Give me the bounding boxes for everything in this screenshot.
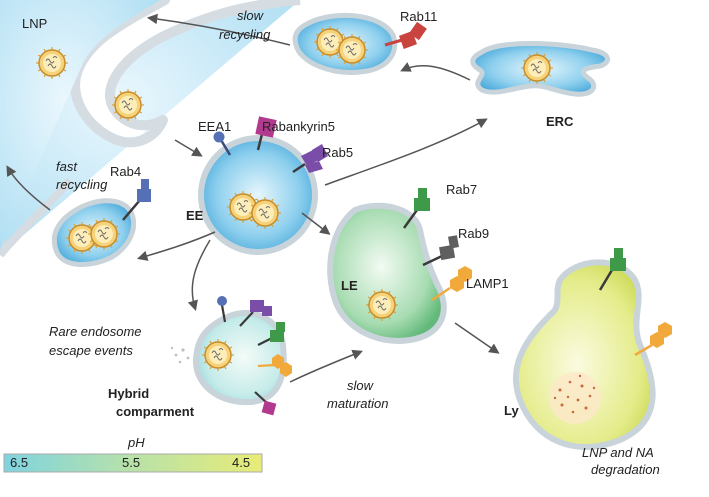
rare-escape-label-1: Rare endosome (49, 324, 142, 339)
hybrid-label-1: Hybrid (108, 386, 149, 401)
rab9-label: Rab9 (458, 226, 489, 241)
le-label: LE (341, 278, 358, 293)
rab7-hybrid-icon (270, 322, 285, 342)
rabankyrin5-hybrid-icon (261, 400, 277, 416)
eea1-label: EEA1 (198, 119, 231, 134)
degradation-label-1: LNP and NA (582, 445, 654, 460)
rare-escape-label-2: escape events (49, 343, 133, 358)
lnp-label: LNP (22, 16, 47, 31)
fast-recycling-label-2: recycling (56, 177, 108, 192)
lamp1-icon (450, 266, 472, 292)
lamp1-hybrid-icon (272, 354, 292, 377)
recycling-endosome-rab11 (292, 12, 427, 75)
rab7-icon (414, 188, 430, 211)
early-endosome (198, 116, 328, 255)
rab9-icon (439, 235, 459, 261)
late-endosome (327, 188, 472, 344)
rab5-hybrid-icon (250, 300, 272, 316)
rab4-icon (137, 179, 151, 202)
degraded-lnp-icon (549, 372, 601, 424)
ph-tick-6-5: 6.5 (10, 455, 28, 470)
fast-recycling-label-1: fast (56, 159, 78, 174)
slow-recycling-label-1: slow (237, 8, 265, 23)
erc-compartment (470, 41, 610, 97)
hybrid-label-2: comparment (116, 404, 195, 419)
slow-recycling-label-2: recycling (219, 27, 271, 42)
eea1-icon (213, 131, 225, 143)
ph-tick-5-5: 5.5 (122, 455, 140, 470)
ee-label: EE (186, 208, 204, 223)
rab7-label: Rab7 (446, 182, 477, 197)
degradation-label-2: degradation (591, 462, 660, 477)
eea1-hybrid-icon (217, 296, 227, 306)
pathway-arrows (6, 13, 500, 383)
ph-gradient-bar (3, 453, 263, 473)
lamp1-label: LAMP1 (466, 276, 509, 291)
slow-maturation-label-1: slow (347, 378, 375, 393)
rab5-icon (301, 144, 328, 173)
rab11-label: Rab11 (400, 9, 437, 24)
ph-scale-title: pH (127, 435, 145, 450)
rabankyrin5-label: Rabankyrin5 (262, 119, 335, 134)
erc-label: ERC (546, 114, 574, 129)
lysosome (512, 248, 672, 450)
escape-debris-icon (170, 346, 190, 364)
rabankyrin5-icon (255, 116, 277, 138)
rab4-label: Rab4 (110, 164, 141, 179)
rab7-ly-icon (610, 248, 626, 271)
hybrid-compartment (170, 296, 292, 416)
ly-label: Ly (504, 403, 519, 418)
ph-scale: pH 6.5 5.5 4.5 (3, 435, 263, 473)
lamp1-ly-icon (650, 322, 672, 348)
ph-tick-4-5: 4.5 (232, 455, 250, 470)
slow-maturation-label-2: maturation (327, 396, 388, 411)
rab11-stalk (384, 38, 403, 47)
rab11-icon (399, 21, 427, 49)
fast-recycling-endosome-rab4 (51, 179, 151, 268)
rab5-label: Rab5 (322, 145, 353, 160)
